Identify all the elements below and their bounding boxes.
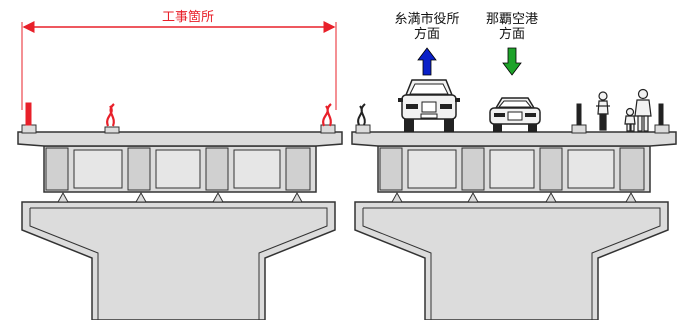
construction-barriers	[25, 102, 332, 127]
itoman-direction-up-arrow	[417, 47, 437, 76]
right-pier	[354, 201, 669, 321]
naha-direction-label-line1: 那覇空港	[485, 12, 538, 27]
construction-section-label: 工事箇所	[161, 10, 214, 25]
left-deck-slab	[17, 131, 343, 147]
left-pier	[21, 201, 336, 321]
naha-direction-label-line2: 方面	[498, 27, 525, 42]
left-bridge	[17, 21, 343, 321]
sedan-front-view	[489, 97, 541, 132]
pedestrian-child-icon	[624, 107, 636, 132]
itoman-direction-label-line1: 糸満市役所	[394, 12, 460, 27]
pedestrian-adult-icon	[634, 88, 652, 132]
car-front-view	[398, 79, 460, 132]
itoman-direction-label-line2: 方面	[413, 27, 440, 42]
right-bridge	[351, 47, 677, 321]
right-deck-slab	[351, 131, 677, 147]
naha-direction-down-arrow	[502, 47, 522, 76]
cyclist-icon	[596, 91, 610, 131]
left-bearings	[57, 191, 303, 203]
right-bearings	[391, 191, 637, 203]
